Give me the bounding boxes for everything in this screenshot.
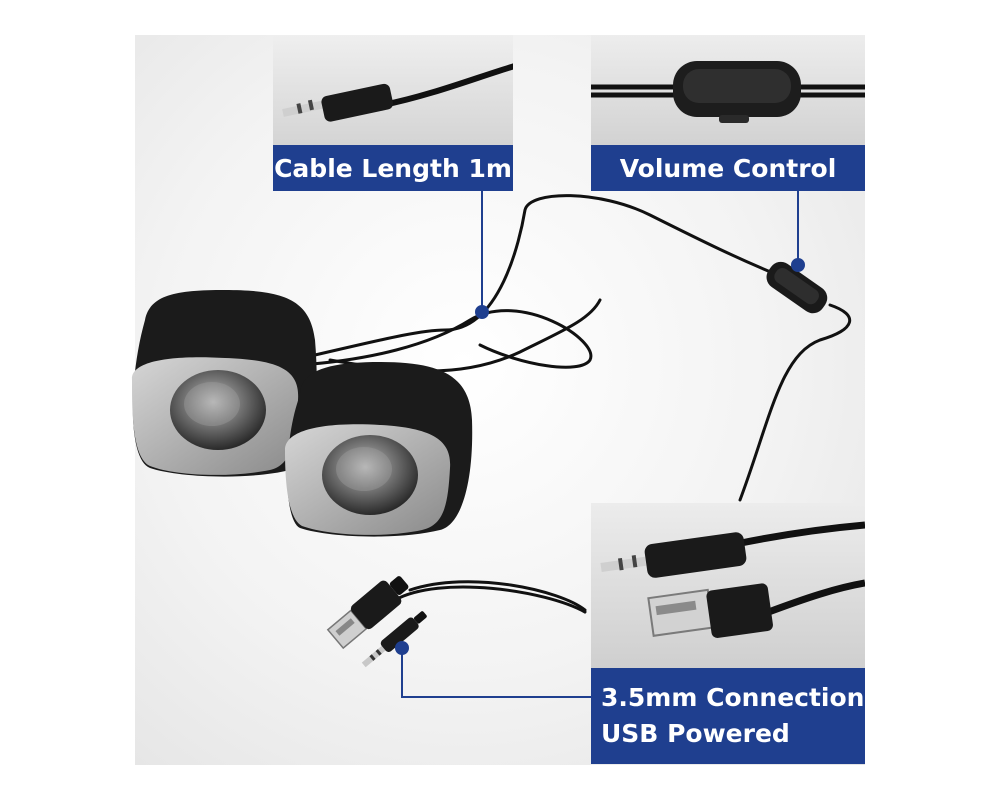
callout-cable-length: Cable Length 1m <box>273 145 513 191</box>
callout-leader-lines <box>395 191 805 698</box>
right-speaker <box>285 362 473 537</box>
callout-connection: 3.5mm Connection USB Powered <box>591 668 865 764</box>
inline-volume-controller <box>766 261 828 314</box>
callout-connection-line1: 3.5mm Connection <box>601 683 865 712</box>
audio-jack-plug-main <box>361 611 427 668</box>
callout-volume-control: Volume Control <box>591 145 865 191</box>
inset-connectors-closeup <box>591 503 865 668</box>
usb-plug-main <box>326 576 409 650</box>
inset-audio-jack-closeup <box>273 35 513 145</box>
left-speaker <box>131 290 317 477</box>
callout-connection-line2: USB Powered <box>601 719 790 748</box>
inset-volume-control-closeup <box>591 35 865 145</box>
